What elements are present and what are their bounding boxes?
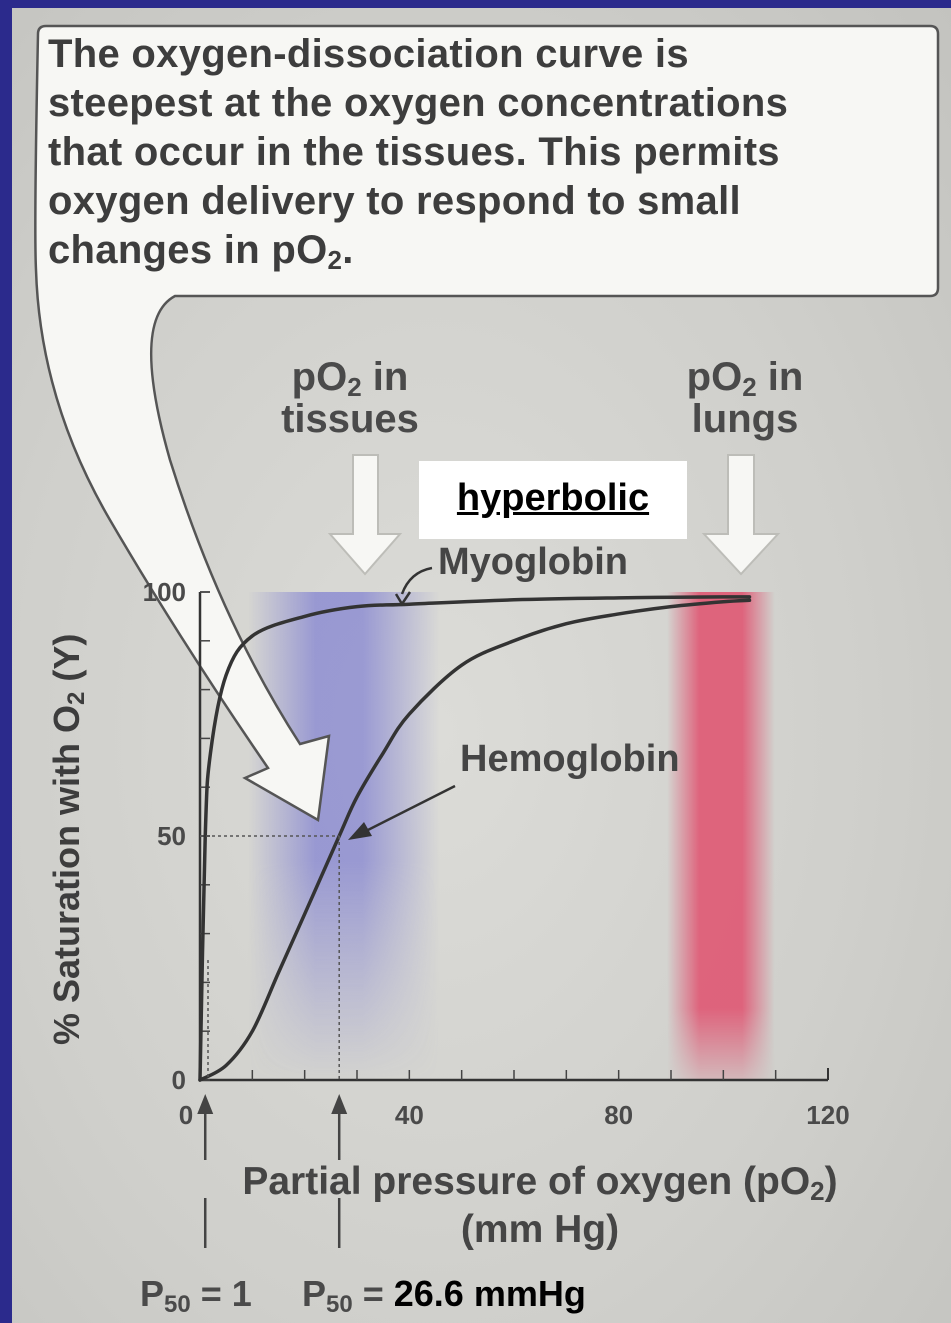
hemoglobin-label: Hemoglobin xyxy=(460,738,680,780)
curve-myoglobin xyxy=(198,595,752,1082)
tissue-band xyxy=(248,592,440,1080)
myoglobin-p50: P50 = 1 xyxy=(140,1273,252,1318)
hemoglobin-leader xyxy=(359,784,456,836)
myoglobin-leader-head xyxy=(394,591,412,607)
x-axis-label: Partial pressure of oxygen (pO2) (mm Hg) xyxy=(242,1160,838,1251)
myo-p50-arrow-icon-head xyxy=(197,1094,214,1114)
y-tick-label: 0 xyxy=(172,1065,186,1095)
hb-p50-arrow-icon-head xyxy=(331,1094,348,1114)
hemoglobin-p50: P50 = 26.6 mmHg xyxy=(302,1273,586,1318)
myoglobin-label: Myoglobin xyxy=(438,541,628,583)
curve-hemoglobin xyxy=(198,598,752,1082)
callout-line-5: changes in pO2. xyxy=(48,228,354,275)
callout-line-2: steepest at the oxygen concentrations xyxy=(48,81,789,125)
x-tick-label: 40 xyxy=(395,1100,424,1130)
tissues-arrow-icon xyxy=(327,454,403,576)
callout-line-1: The oxygen-dissociation curve is xyxy=(48,32,689,76)
myoglobin-leader xyxy=(400,566,433,595)
y-tick-label: 100 xyxy=(143,577,186,607)
y-tick-label: 50 xyxy=(157,821,186,851)
lungs-label: pO2 in lungs xyxy=(686,355,804,441)
callout-bubble xyxy=(34,24,940,823)
callout-line-3: that occur in the tissues. This permits xyxy=(48,130,780,174)
hyperbolic-box: hyperbolic xyxy=(419,461,687,539)
x-tick-label: 0 xyxy=(179,1100,193,1130)
callout-line-4: oxygen delivery to respond to small xyxy=(48,179,741,223)
callout-text: The oxygen-dissociation curve is steepes… xyxy=(48,30,928,275)
x-tick-label: 120 xyxy=(806,1100,849,1130)
tissues-label: pO2 in tissues xyxy=(281,355,419,441)
x-tick-label: 80 xyxy=(604,1100,633,1130)
hemoglobin-leader-head xyxy=(348,822,372,840)
lungs-arrow-icon xyxy=(701,454,781,576)
lung-band xyxy=(667,592,775,1080)
hyperbolic-label: hyperbolic xyxy=(456,477,650,519)
